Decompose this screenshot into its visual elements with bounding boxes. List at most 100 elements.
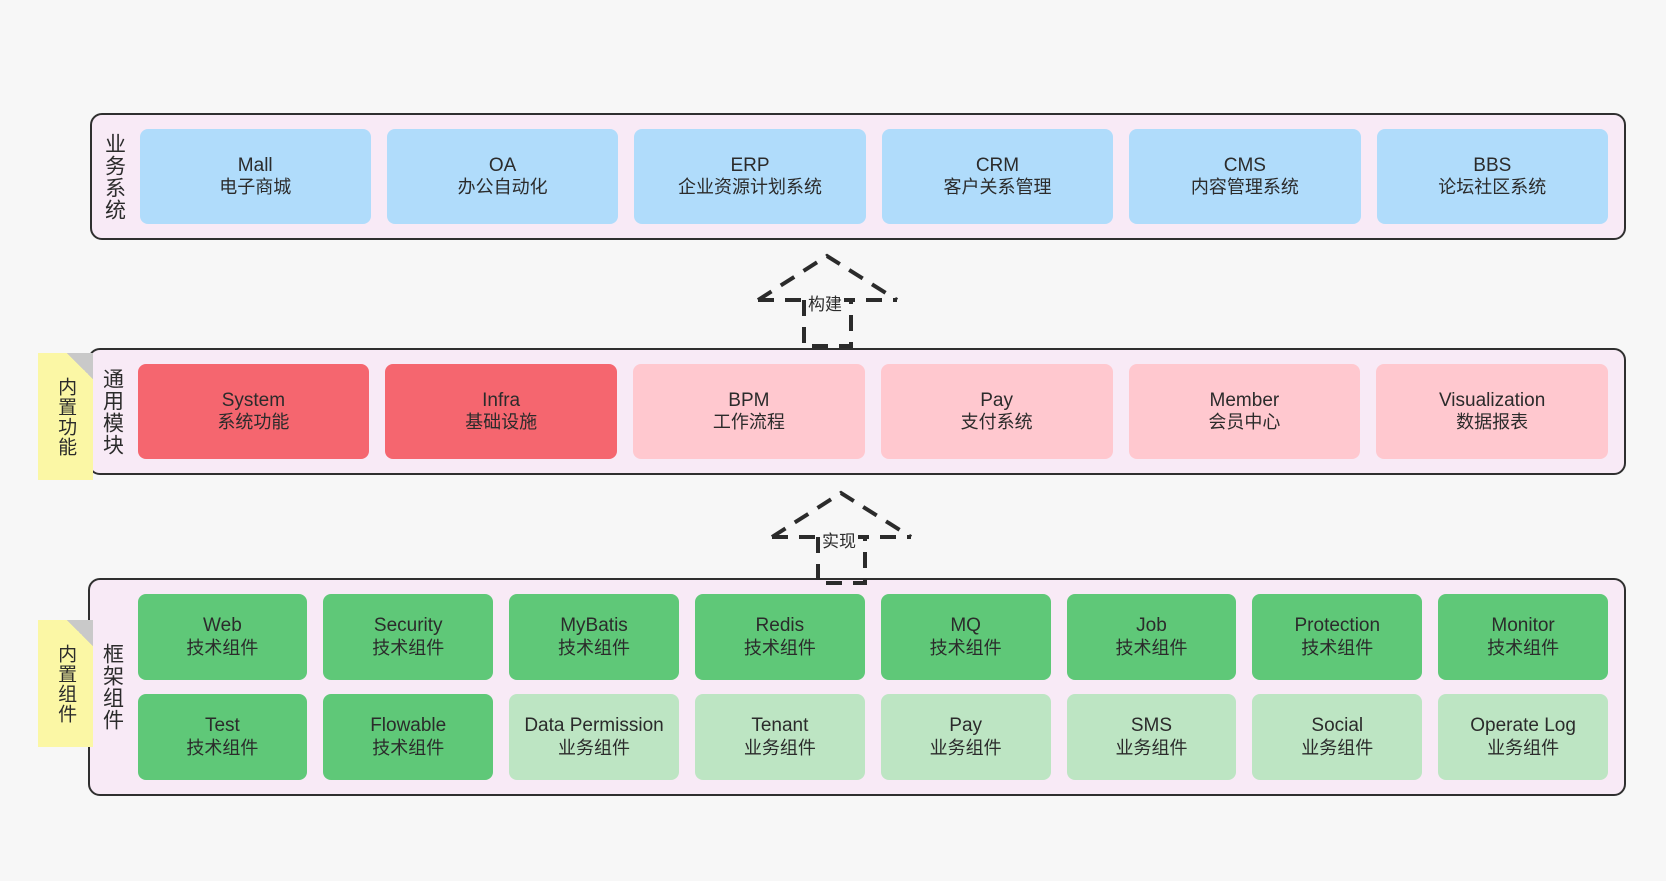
card-title: BPM xyxy=(728,389,770,411)
card-title: Monitor xyxy=(1491,615,1555,637)
card-title: Tenant xyxy=(751,715,809,737)
card-subtitle: 技术组件 xyxy=(1487,637,1560,658)
card-title: ERP xyxy=(730,154,770,176)
card-subtitle: 技术组件 xyxy=(1301,637,1374,658)
layer-title-common-modules: 通用模块 xyxy=(100,367,124,456)
sticky-note-builtin-features: 内置功能 xyxy=(38,353,93,480)
card-subtitle: 论坛社区系统 xyxy=(1438,177,1547,198)
card-subtitle: 数据报表 xyxy=(1456,412,1529,433)
card-subtitle: 业务组件 xyxy=(1301,737,1374,758)
card-title: MyBatis xyxy=(560,615,628,637)
card-subtitle: 技术组件 xyxy=(186,637,259,658)
card-subtitle: 业务组件 xyxy=(1115,737,1188,758)
card-title: Redis xyxy=(755,615,805,637)
card-title: Infra xyxy=(482,389,521,411)
card-subtitle: 支付系统 xyxy=(960,412,1033,433)
card-title: Web xyxy=(203,615,242,637)
sticky-fold-corner xyxy=(67,353,93,379)
card-subtitle: 工作流程 xyxy=(712,412,785,433)
card-subtitle: 内容管理系统 xyxy=(1190,177,1299,198)
card-title: Flowable xyxy=(370,715,447,737)
card-subtitle: 会员中心 xyxy=(1208,412,1281,433)
connector-implement-label: 实现 xyxy=(820,527,858,552)
card-subtitle: 业务组件 xyxy=(558,737,631,758)
card-subtitle: 技术组件 xyxy=(1115,637,1188,658)
connector-implement: 实现 xyxy=(770,489,915,585)
card-title: BBS xyxy=(1473,154,1512,176)
card-title: CRM xyxy=(975,154,1020,176)
card-title: Data Permission xyxy=(524,715,664,737)
card-subtitle: 技术组件 xyxy=(743,637,816,658)
card-subtitle: 业务组件 xyxy=(743,737,816,758)
card-subtitle: 基础设施 xyxy=(465,412,538,433)
card-title: Protection xyxy=(1294,615,1381,637)
card-title: MQ xyxy=(950,615,981,637)
card-title: Social xyxy=(1311,715,1364,737)
card-title: Job xyxy=(1136,615,1167,637)
card-subtitle: 业务组件 xyxy=(1487,737,1560,758)
card-title: OA xyxy=(488,154,517,176)
card-subtitle: 企业资源计划系统 xyxy=(678,177,823,198)
card-title: Member xyxy=(1209,389,1280,411)
card-subtitle: 技术组件 xyxy=(929,637,1002,658)
card-subtitle: 客户关系管理 xyxy=(943,177,1052,198)
card-title: Pay xyxy=(949,715,983,737)
card-title: Mall xyxy=(237,154,273,176)
card-title: CMS xyxy=(1223,154,1266,176)
layer-title-framework-components: 框架组件 xyxy=(100,643,124,731)
card-subtitle: 办公自动化 xyxy=(457,177,548,198)
sticky-fold-corner xyxy=(67,620,93,646)
connector-build-label: 构建 xyxy=(806,290,844,315)
card-title: Operate Log xyxy=(1470,715,1576,737)
card-title: Pay xyxy=(980,389,1013,411)
sticky-note-builtin-components: 内置组件 xyxy=(38,620,93,747)
card-title: Visualization xyxy=(1438,389,1546,411)
card-subtitle: 业务组件 xyxy=(929,737,1002,758)
sticky-note-builtin-components-label: 内置组件 xyxy=(55,643,77,724)
card-subtitle: 系统功能 xyxy=(217,412,290,433)
sticky-note-builtin-features-label: 内置功能 xyxy=(55,376,77,457)
card-subtitle: 技术组件 xyxy=(372,737,445,758)
card-title: Test xyxy=(204,715,240,737)
card-title: System xyxy=(221,389,286,411)
card-title: SMS xyxy=(1130,715,1173,737)
card-subtitle: 技术组件 xyxy=(558,637,631,658)
connector-build: 构建 xyxy=(756,252,901,348)
card-title: Security xyxy=(373,615,443,637)
